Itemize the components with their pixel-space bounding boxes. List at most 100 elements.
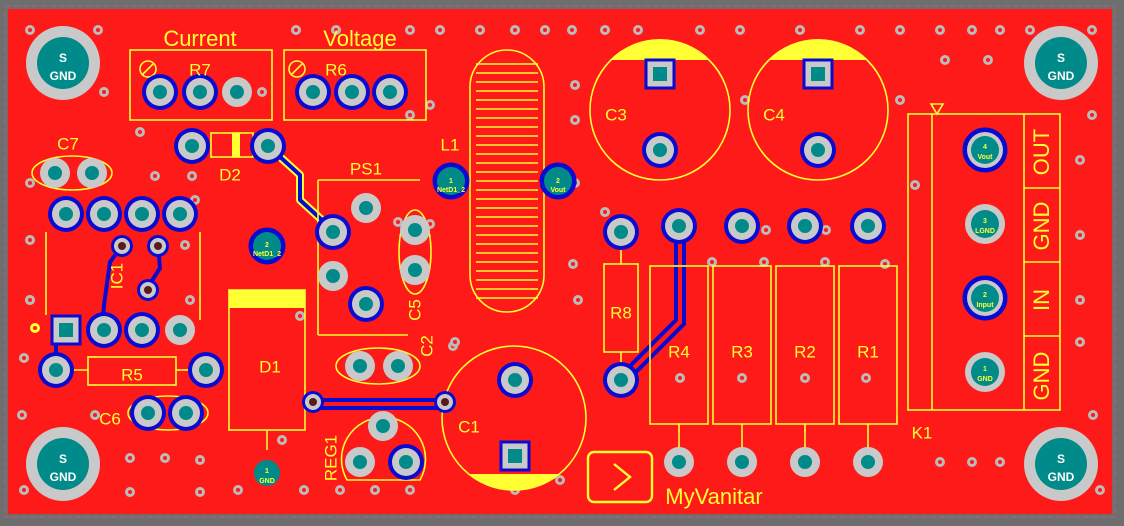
via-hole (193, 198, 197, 202)
label-r5: R5 (121, 365, 143, 384)
square-pad-drill (508, 449, 522, 463)
mounting-hole-bl[interactable]: S GND (26, 427, 100, 501)
via-hole (93, 413, 97, 417)
via-hole (883, 262, 887, 266)
label-ic1: IC1 (107, 263, 126, 289)
through-hole-pad-drill (359, 201, 373, 215)
k1-pads: 4 Vout 3 LGND 2 Input 1 GND (962, 127, 1008, 392)
via-pad-drill (441, 398, 449, 406)
r6-trimmer-icon (288, 60, 306, 78)
mounting-hole-top-label: S (59, 452, 67, 466)
silkscreen-fill (30, 38, 868, 491)
ic1-pin1-dot-hole (33, 326, 37, 330)
via-hole (603, 28, 607, 32)
mounting-hole-center (1035, 438, 1087, 490)
pad-l1-left[interactable]: 1 NetD1_2 (432, 162, 470, 200)
via-hole (373, 488, 377, 492)
through-hole-pad-drill (141, 406, 155, 420)
board-edge (4, 5, 1116, 518)
pad-center (971, 136, 999, 164)
via-hole (138, 130, 142, 134)
mounting-hole-bottom-label: GND (1048, 69, 1075, 83)
through-hole-pad-drill (199, 363, 213, 377)
via-hole (943, 58, 947, 62)
c6-outline (127, 395, 209, 431)
pad-number: 2 (556, 178, 560, 185)
through-hole-pad-drill (653, 143, 667, 157)
pad-d1-top[interactable]: 2 NetD1_2 (248, 227, 286, 265)
label-c2: C2 (417, 335, 436, 357)
label-c3: C3 (605, 105, 627, 124)
via-hole (163, 456, 167, 460)
pad-net: LGND (975, 228, 995, 235)
via-hole (823, 260, 827, 264)
through-hole-pad-drill (173, 207, 187, 221)
via-hole (22, 356, 26, 360)
through-hole-pad-drill (376, 419, 390, 433)
through-hole-pad-drill (59, 207, 73, 221)
pad-center (971, 210, 999, 238)
through-hole-pad-drill (383, 85, 397, 99)
k1-pad-4[interactable]: 4 Vout (962, 127, 1008, 173)
via-hole (762, 260, 766, 264)
via-hole (764, 228, 768, 232)
via-hole (1028, 28, 1032, 32)
label-c6: C6 (99, 409, 121, 428)
trace-r8 (620, 223, 678, 376)
pad-d1-bottom[interactable]: 1 GND (254, 460, 280, 486)
label-k1: K1 (912, 423, 933, 442)
mounting-hole-center (37, 37, 89, 89)
label-r4: R4 (668, 342, 690, 361)
logo-text: MyVanitar (665, 484, 762, 509)
through-hole-pad-drill (185, 139, 199, 153)
through-hole-pad-drill (48, 166, 62, 180)
through-hole-pad-drill (261, 139, 275, 153)
label-r7: R7 (189, 60, 211, 79)
through-hole-pad-drill (135, 207, 149, 221)
k1-pad-1[interactable]: 1 GND (965, 352, 1005, 392)
pad-number: 2 (983, 292, 987, 299)
mounting-hole-tl[interactable]: S GND (26, 26, 100, 100)
via-hole (998, 460, 1002, 464)
k1-pad-3[interactable]: 3 LGND (965, 204, 1005, 244)
label-c1: C1 (458, 417, 480, 436)
label-r1: R1 (857, 342, 879, 361)
through-hole-pad-drill (735, 455, 749, 469)
via-hole (576, 298, 580, 302)
d2-cathode-band (232, 133, 240, 157)
via-hole (998, 28, 1002, 32)
pad-l1-right[interactable]: 2 Vout (539, 162, 577, 200)
d1-cathode-band (229, 290, 305, 308)
via-hole (513, 28, 517, 32)
via-hole (636, 28, 640, 32)
pad-center (971, 358, 999, 386)
through-hole-pad-drill (672, 219, 686, 233)
through-hole-pad-drill (798, 455, 812, 469)
square-pad-drill (59, 323, 73, 337)
via-hole (938, 28, 942, 32)
label-r8: R8 (610, 303, 632, 322)
mounting-hole-tr[interactable]: S GND (1024, 26, 1098, 100)
via-hole (710, 260, 714, 264)
pad-number: 1 (265, 468, 269, 475)
pad-net: NetD1_2 (437, 187, 465, 194)
mounting-hole-br[interactable]: S GND (1024, 427, 1098, 501)
label-r6: R6 (325, 60, 347, 79)
via-hole (743, 98, 747, 102)
through-hole-pad-drill (173, 323, 187, 337)
pad-number: 1 (983, 366, 987, 373)
via-hole (573, 83, 577, 87)
mounting-hole-center (37, 438, 89, 490)
pad-center (253, 232, 281, 260)
via-pad-drill (154, 242, 162, 250)
pad-number: 1 (449, 178, 453, 185)
through-hole-pad-drill (49, 363, 63, 377)
via-hole (986, 58, 990, 62)
through-hole-pad-drill (85, 166, 99, 180)
via-hole (334, 28, 338, 32)
silkscreen-text: Current Voltage R7 R6 L1 C3 C4 C7 D2 PS1… (57, 26, 1054, 509)
mounting-hole-top-label: S (1057, 452, 1065, 466)
label-d1: D1 (259, 357, 281, 376)
k1-pad-2[interactable]: 2 Input (962, 275, 1008, 321)
